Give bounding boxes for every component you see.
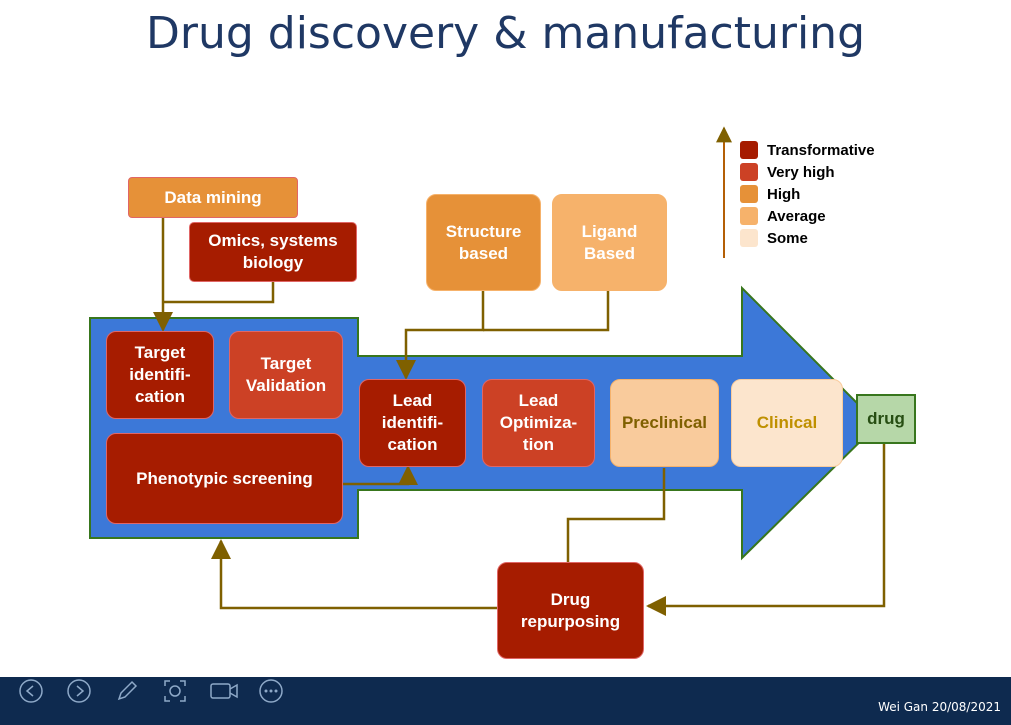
connector-repurposing bbox=[211, 539, 498, 610]
camera-icon[interactable] bbox=[209, 678, 239, 704]
previous-icon[interactable] bbox=[18, 678, 44, 704]
connectors bbox=[153, 218, 886, 616]
legend-item-high: High bbox=[740, 184, 800, 204]
connector-structure bbox=[396, 291, 485, 380]
node-clinical: Clinical bbox=[731, 379, 843, 467]
node-target-identification: Target identifi- cation bbox=[106, 331, 214, 419]
legend-item-very-high: Very high bbox=[740, 162, 835, 182]
connector-drug bbox=[646, 444, 886, 616]
connector-phenotypic bbox=[343, 465, 418, 486]
node-drug-repurposing: Drug repurposing bbox=[497, 562, 644, 659]
connector-ligand bbox=[483, 291, 610, 332]
connector-omics bbox=[163, 282, 275, 304]
legend-swatch bbox=[740, 229, 758, 247]
legend-swatch bbox=[740, 207, 758, 225]
node-structure-based: Structure based bbox=[426, 194, 541, 291]
legend-item-average: Average bbox=[740, 206, 826, 226]
node-drug: drug bbox=[856, 394, 916, 444]
node-ligand-based: Ligand Based bbox=[552, 194, 667, 291]
node-omics: Omics, systems biology bbox=[189, 222, 357, 282]
legend-label: Some bbox=[767, 229, 808, 247]
legend-label: Average bbox=[767, 207, 826, 225]
next-icon[interactable] bbox=[66, 678, 92, 704]
legend-swatch bbox=[740, 185, 758, 203]
legend-label: High bbox=[767, 185, 801, 203]
legend-swatch bbox=[740, 141, 758, 159]
more-icon[interactable] bbox=[258, 678, 284, 704]
slide-title: Drug discovery & manufacturing bbox=[146, 8, 865, 59]
presentation-toolbar bbox=[0, 677, 1011, 725]
footer-author-date: Wei Gan 20/08/2021 bbox=[878, 700, 1001, 714]
legend-item-transformative: Transformative bbox=[740, 140, 875, 160]
legend-label: Very high bbox=[767, 163, 835, 181]
zoom-icon[interactable] bbox=[162, 678, 188, 704]
legend-swatch bbox=[740, 163, 758, 181]
node-data-mining: Data mining bbox=[128, 177, 298, 218]
legend-label: Transformative bbox=[767, 141, 875, 159]
node-lead-identification: Lead identifi- cation bbox=[359, 379, 466, 467]
legend-item-some: Some bbox=[740, 228, 808, 248]
node-target-validation: Target Validation bbox=[229, 331, 343, 419]
node-phenotypic-screening: Phenotypic screening bbox=[106, 433, 343, 524]
node-lead-optimization: Lead Optimiza- tion bbox=[482, 379, 595, 467]
pen-icon[interactable] bbox=[114, 678, 140, 704]
connector-preclinical bbox=[566, 468, 666, 562]
node-preclinical: Preclinical bbox=[610, 379, 719, 467]
